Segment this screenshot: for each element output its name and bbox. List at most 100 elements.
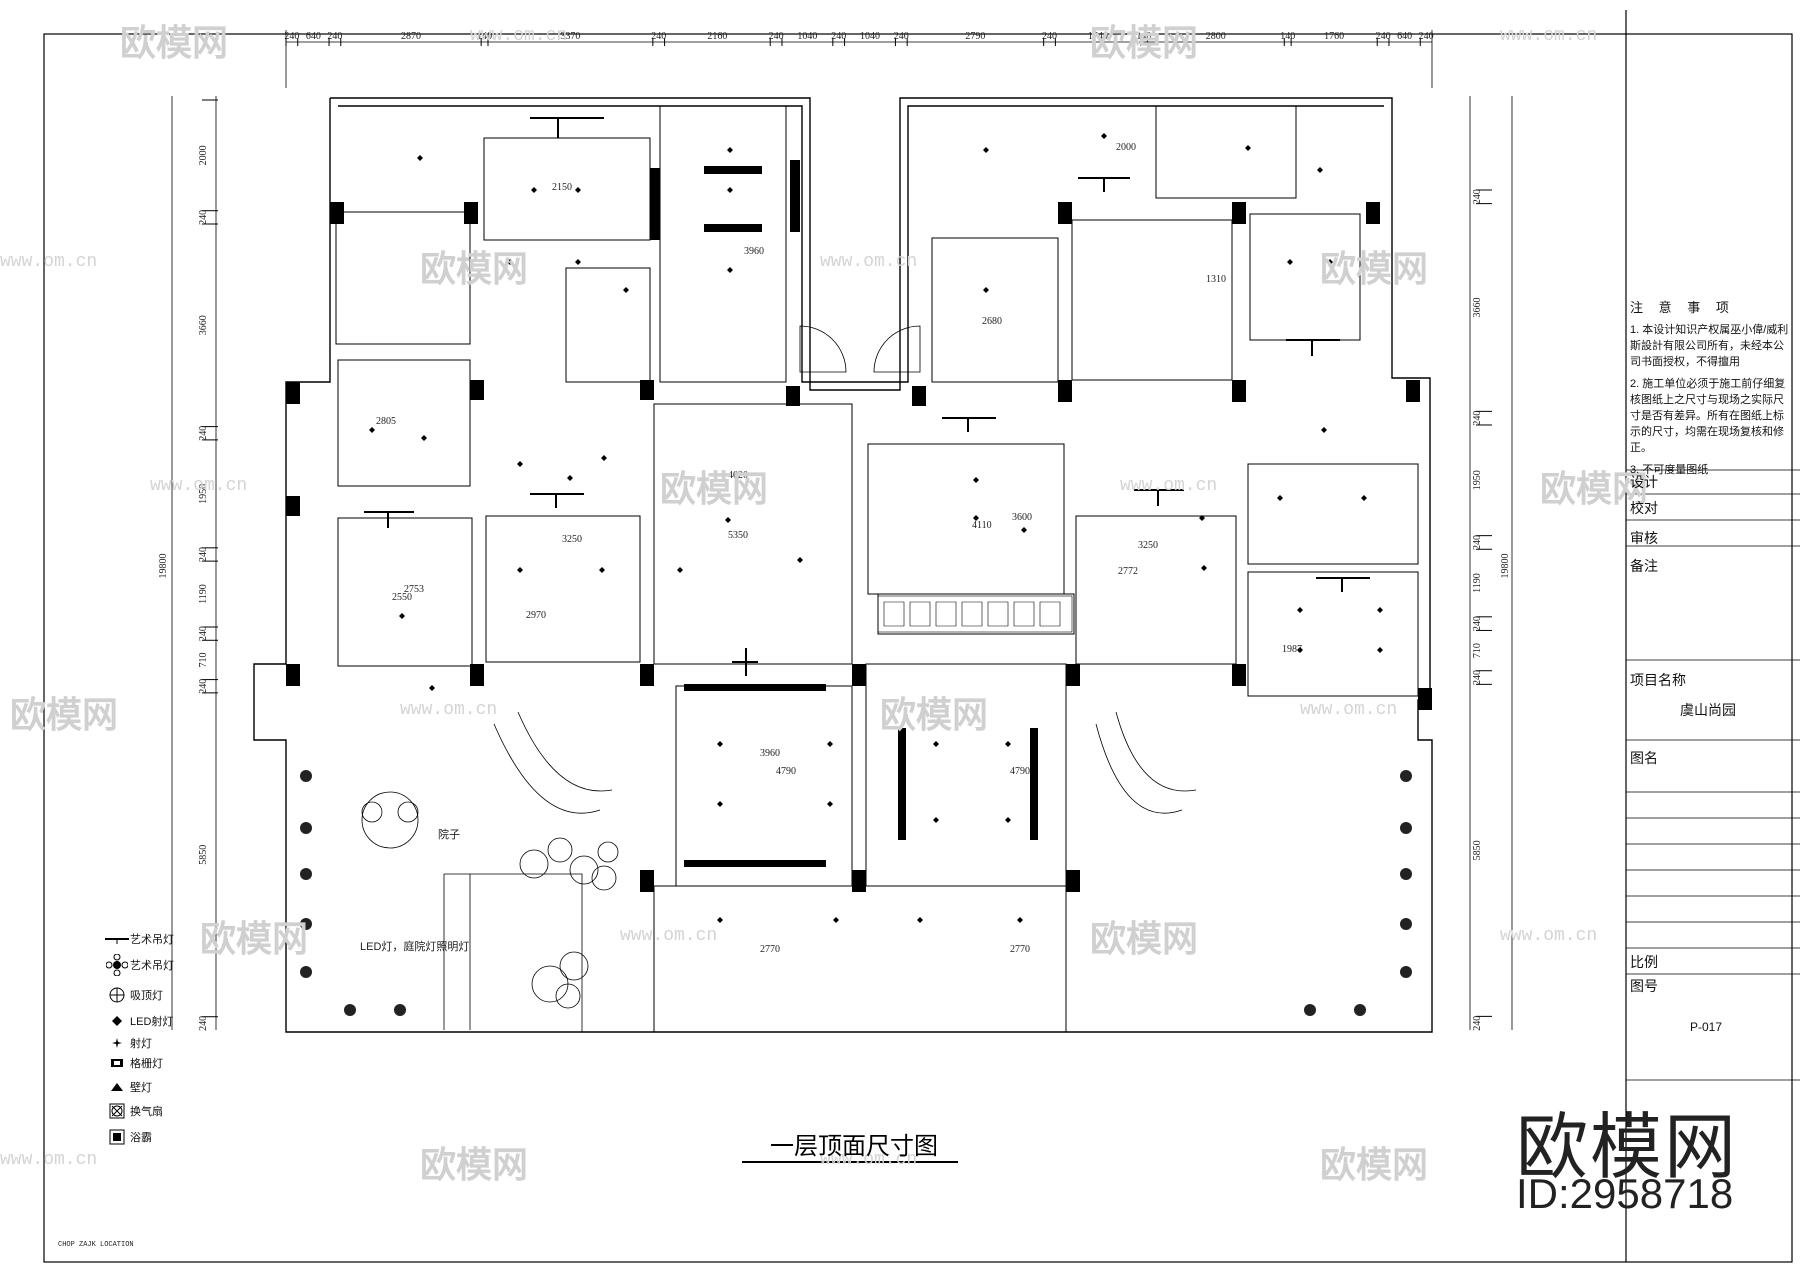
linear-light-troughs bbox=[684, 166, 1038, 867]
right-dimension-label: 3660 bbox=[1472, 297, 1483, 317]
structural-columns bbox=[286, 160, 1432, 892]
top-dimension-label: 140 bbox=[477, 31, 492, 42]
right-dimension-label: 1950 bbox=[1472, 470, 1483, 490]
downlight-marker bbox=[983, 147, 989, 153]
top-dimension-label: 240 bbox=[831, 31, 846, 42]
downlight-icon bbox=[104, 1034, 130, 1052]
room-dimension-label: 1310 bbox=[1206, 274, 1226, 285]
legend-row: 换气扇 bbox=[104, 1100, 163, 1122]
wall-lamp-icon bbox=[104, 1078, 130, 1096]
room-dimension-label: 2680 bbox=[982, 316, 1002, 327]
grille-light-icon bbox=[104, 1054, 130, 1072]
left-dimension-label: 710 bbox=[198, 652, 209, 667]
courtyard-bollards bbox=[300, 770, 1412, 1016]
drawing-number: P-017 bbox=[1690, 1020, 1723, 1034]
right-dimension-label: 5850 bbox=[1472, 840, 1483, 860]
overall-dimension-label: 19800 bbox=[158, 554, 169, 579]
downlight-marker bbox=[517, 567, 523, 573]
legend-label: 壁灯 bbox=[130, 1082, 152, 1094]
downlight-marker bbox=[933, 741, 939, 747]
top-dimension-label: 240 bbox=[769, 31, 784, 42]
scale-label: 比例 bbox=[1630, 954, 1658, 970]
downlight-marker bbox=[1287, 259, 1293, 265]
downlight-marker bbox=[973, 515, 979, 521]
downlight-marker bbox=[717, 801, 723, 807]
design-notes: 注 意 事 项 1. 本设计知识产权属巫小偉/威利斯設計有限公司所有，未经本公司… bbox=[1630, 300, 1792, 478]
downlight-marker bbox=[677, 567, 683, 573]
courtyard-note: LED灯，庭院灯照明灯 bbox=[360, 939, 469, 953]
downlight-marker bbox=[517, 461, 523, 467]
note-item: 1. 本设计知识产权属巫小偉/威利斯設計有限公司所有，未经本公司书面授权，不得擅… bbox=[1630, 324, 1789, 368]
downlight-marker bbox=[727, 267, 733, 273]
top-dimension-label: 240 bbox=[1042, 31, 1057, 42]
project-name-label: 项目名称 bbox=[1630, 672, 1686, 688]
downlight-marker bbox=[1199, 515, 1205, 521]
downlight-marker bbox=[1245, 145, 1251, 151]
legend-row: 格栅灯 bbox=[104, 1052, 163, 1074]
art-pendant-icon bbox=[104, 954, 130, 976]
downlight-markers bbox=[369, 133, 1383, 923]
spiral-stairs bbox=[443, 711, 1197, 1032]
downlight-marker bbox=[399, 613, 405, 619]
downlight-marker bbox=[833, 917, 839, 923]
downlight-marker bbox=[1317, 167, 1323, 173]
legend-row: 壁灯 bbox=[104, 1076, 152, 1098]
top-dimension-label: 3370 bbox=[560, 31, 580, 42]
left-dimension-label: 240 bbox=[198, 547, 209, 562]
note-item: 2. 施工单位必须于施工前仔细复核图纸上之尺寸与现场之实际尺寸是否有差异。所有在… bbox=[1630, 378, 1786, 454]
top-dimension-label: 640 bbox=[1397, 31, 1412, 42]
top-dimension-label: 1740 bbox=[1088, 31, 1108, 42]
door-swings bbox=[799, 325, 921, 373]
top-dimension-label: 1040 bbox=[797, 31, 817, 42]
downlight-marker bbox=[973, 477, 979, 483]
room-dimension-label: 4790 bbox=[776, 766, 796, 777]
left-dimension-label: 240 bbox=[198, 1016, 209, 1031]
downlight-marker bbox=[1321, 427, 1327, 433]
downlight-marker bbox=[601, 455, 607, 461]
side-dimension-lines bbox=[171, 96, 1513, 1030]
top-dimension-label: 240 bbox=[894, 31, 909, 42]
room-dimension-label: 2150 bbox=[552, 182, 572, 193]
downlight-marker bbox=[429, 685, 435, 691]
room-dimension-label: 2000 bbox=[1116, 142, 1136, 153]
right-dimension-label: 240 bbox=[1472, 616, 1483, 631]
art-pendant-linear-icon bbox=[104, 930, 130, 948]
room-dimension-label: 3600 bbox=[1012, 512, 1032, 523]
downlight-marker bbox=[1377, 647, 1383, 653]
right-dimension-label: 710 bbox=[1472, 643, 1483, 658]
review-label: 审核 bbox=[1630, 530, 1658, 546]
exhaust-fan-icon bbox=[104, 1102, 130, 1120]
downlight-marker bbox=[531, 187, 537, 193]
downlight-marker bbox=[575, 187, 581, 193]
notes-title: 注 意 事 项 bbox=[1630, 300, 1735, 315]
brand-id: ID:2958718 bbox=[1516, 1170, 1734, 1217]
top-dimension-label: 640 bbox=[306, 31, 321, 42]
top-dimension-label: 240 bbox=[651, 31, 666, 42]
room-dimension-label: 3960 bbox=[760, 748, 780, 759]
room-dimension-label: 2550 bbox=[392, 592, 412, 603]
room-dimension-label: 3250 bbox=[1138, 540, 1158, 551]
downlight-marker bbox=[917, 917, 923, 923]
room-dimension-label: 2805 bbox=[376, 416, 396, 427]
room-dimension-label: 3960 bbox=[744, 246, 764, 257]
courtyard-plants bbox=[361, 791, 619, 1009]
downlight-marker bbox=[1327, 259, 1333, 265]
right-dimension-label: 240 bbox=[1472, 670, 1483, 685]
top-dimension-label: 2160 bbox=[707, 31, 727, 42]
top-dimension-line bbox=[285, 30, 1433, 88]
legend-row: LED射灯 bbox=[104, 1010, 173, 1032]
downlight-marker bbox=[623, 287, 629, 293]
room-dimension-label: 4110 bbox=[972, 520, 992, 531]
right-dimension-label: 240 bbox=[1472, 411, 1483, 426]
room-dimension-label: 3250 bbox=[562, 534, 582, 545]
right-dimension-label: 1190 bbox=[1472, 573, 1483, 593]
title-block-grid bbox=[1626, 469, 1800, 1081]
top-dimension-label: 240 bbox=[284, 31, 299, 42]
downlight-marker bbox=[717, 917, 723, 923]
drawing-name-label: 图名 bbox=[1630, 750, 1658, 766]
left-dimension-label: 3660 bbox=[198, 315, 209, 335]
downlight-marker bbox=[725, 517, 731, 523]
downlight-marker bbox=[507, 259, 513, 265]
